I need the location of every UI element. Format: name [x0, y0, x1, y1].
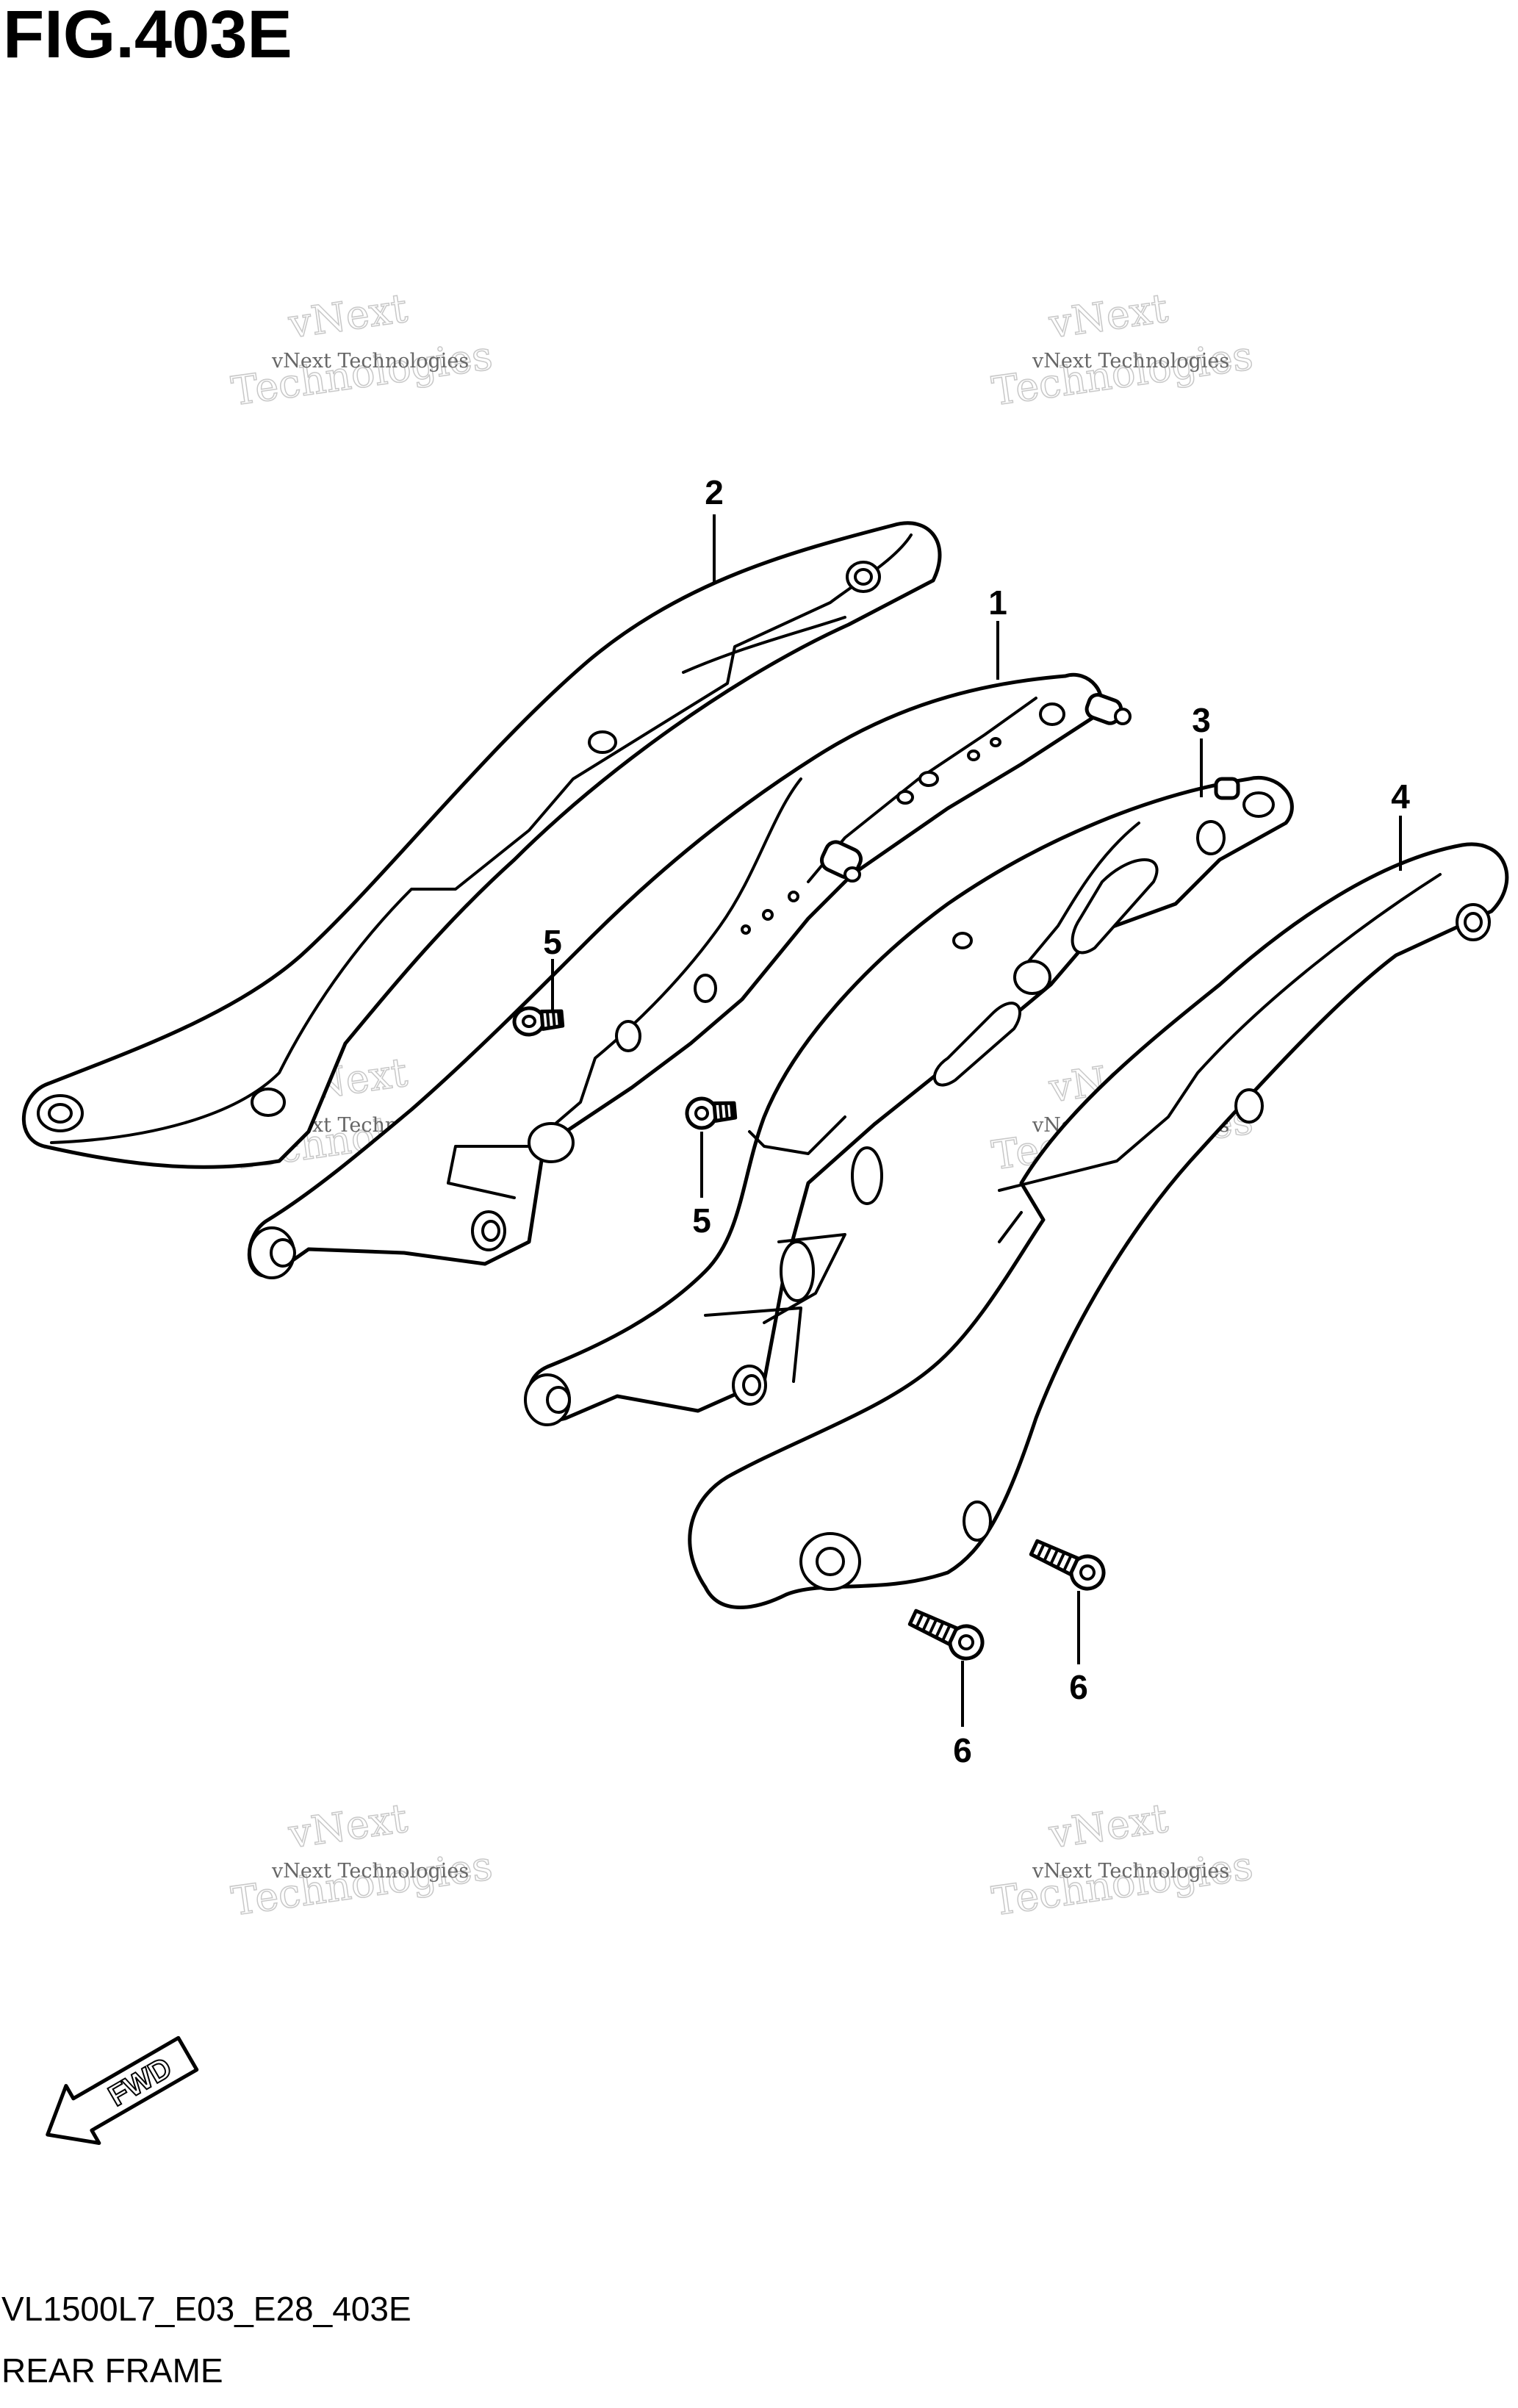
watermark-big-top: vNext: [1046, 285, 1170, 348]
figure-name: REAR FRAME: [1, 2351, 223, 2390]
watermark-top-left: vNext Technologies vNext Technologies: [228, 284, 495, 415]
watermark-big-top: vNext: [285, 1795, 410, 1858]
watermark-big-bottom: Technologies: [989, 1842, 1256, 1924]
part-3-frame-bracket: [524, 776, 1294, 1426]
watermark-big-top: vNext: [1046, 1795, 1170, 1858]
callout-bolt-5-lower: 5: [692, 1201, 711, 1240]
callout-part-1: 1: [988, 583, 1007, 622]
callout-part-4: 4: [1391, 777, 1410, 816]
bolt-6-left: [907, 1609, 985, 1661]
figure-code: VL1500L7_E03_E28_403E: [1, 2290, 411, 2328]
callout-part-2: 2: [705, 473, 724, 511]
watermark-small: vNext Technologies: [271, 350, 469, 373]
bolt-5-lower: [685, 1096, 738, 1130]
callout-bolt-5-upper: 5: [543, 923, 562, 961]
callout-bolt-6-right: 6: [1069, 1668, 1088, 1706]
watermark-top-right: vNext Technologies vNext Technologies: [988, 284, 1256, 415]
watermark-big-bottom: Technologies: [229, 1842, 495, 1924]
part-2-frame-cover: [21, 521, 942, 1169]
callout-bolt-6-left: 6: [953, 1731, 972, 1769]
watermark-bottom-left: vNext Technologies vNext Technologies: [228, 1794, 495, 1925]
watermark-bottom-right: vNext Technologies vNext Technologies: [988, 1794, 1256, 1925]
watermark-small: vNext Technologies: [1032, 1860, 1229, 1883]
watermark-big-top: vNext: [285, 285, 410, 348]
part-4-frame-cover: [688, 842, 1509, 1609]
part-1-frame-bracket: [247, 672, 1132, 1279]
bolt-6-right: [1029, 1539, 1106, 1591]
figure-title: FIG.403E: [3, 0, 292, 72]
bolt-5-upper: [512, 1006, 565, 1037]
watermark-big-bottom: Technologies: [229, 332, 495, 414]
watermark-small: vNext Technologies: [1032, 350, 1229, 373]
watermark-small: vNext Technologies: [271, 1860, 469, 1883]
callout-part-3: 3: [1192, 701, 1211, 739]
forward-direction-arrow: FWD: [46, 2035, 199, 2145]
watermark-big-bottom: Technologies: [989, 332, 1256, 414]
